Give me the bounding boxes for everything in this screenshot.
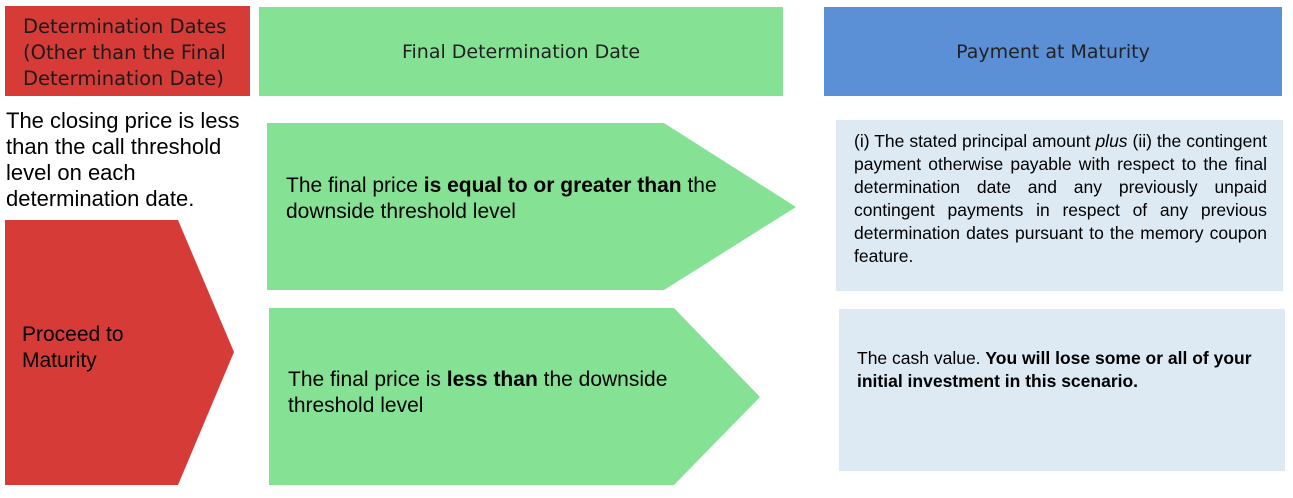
payment-less-bold: You will lose some or all of your initia… [857, 348, 1252, 391]
scenario-less-prefix: The final price is [288, 368, 447, 391]
greater-arrow-shape [267, 123, 796, 290]
header-determination-dates-text: Determination Dates (Other than the Fina… [23, 14, 226, 92]
header-payment-at-maturity-label: Payment at Maturity [956, 40, 1150, 63]
header-determination-dates-line1: Determination Dates [23, 15, 227, 38]
header-final-determination-date: Final Determination Date [259, 7, 783, 96]
proceed-to-maturity-text: Proceed to Maturity [22, 322, 172, 374]
payment-greater-box: (i) The stated principal amount plus (ii… [836, 120, 1283, 291]
header-determination-dates-line3: Determination Date) [23, 67, 224, 90]
scenario-less-bold: less than [446, 368, 538, 391]
payment-less-box: The cash value. You will lose some or al… [839, 309, 1285, 471]
proceed-arrow-shape [5, 220, 234, 485]
scenario-greater-suffix: the downside threshold level [286, 174, 717, 223]
proceed-line2: Maturity [22, 349, 97, 372]
closing-condition-text: The closing price is less than the call … [6, 108, 240, 211]
scenario-greater-text: The final price is equal to or greater t… [286, 173, 746, 225]
payment-greater-part2: (ii) the contingent payment otherwise pa… [854, 131, 1267, 266]
payment-greater-part1: (i) The stated principal amount [854, 131, 1096, 151]
header-payment-at-maturity: Payment at Maturity [824, 7, 1282, 96]
payment-greater-italic: plus [1095, 131, 1128, 151]
payment-less-plain: The cash value. [857, 348, 986, 368]
header-final-determination-date-label: Final Determination Date [401, 40, 641, 63]
less-arrow-shape [269, 308, 760, 485]
scenario-less-text: The final price is less than the downsid… [288, 367, 728, 419]
proceed-line1: Proceed to [22, 323, 124, 346]
scenario-greater-bold: is equal to or greater than [423, 174, 682, 197]
header-determination-dates: Determination Dates (Other than the Fina… [5, 6, 250, 96]
scenario-greater-prefix: The final price [286, 174, 424, 197]
header-determination-dates-line2: (Other than the Final [23, 41, 226, 64]
scenario-less-suffix: the downside threshold level [288, 368, 668, 417]
